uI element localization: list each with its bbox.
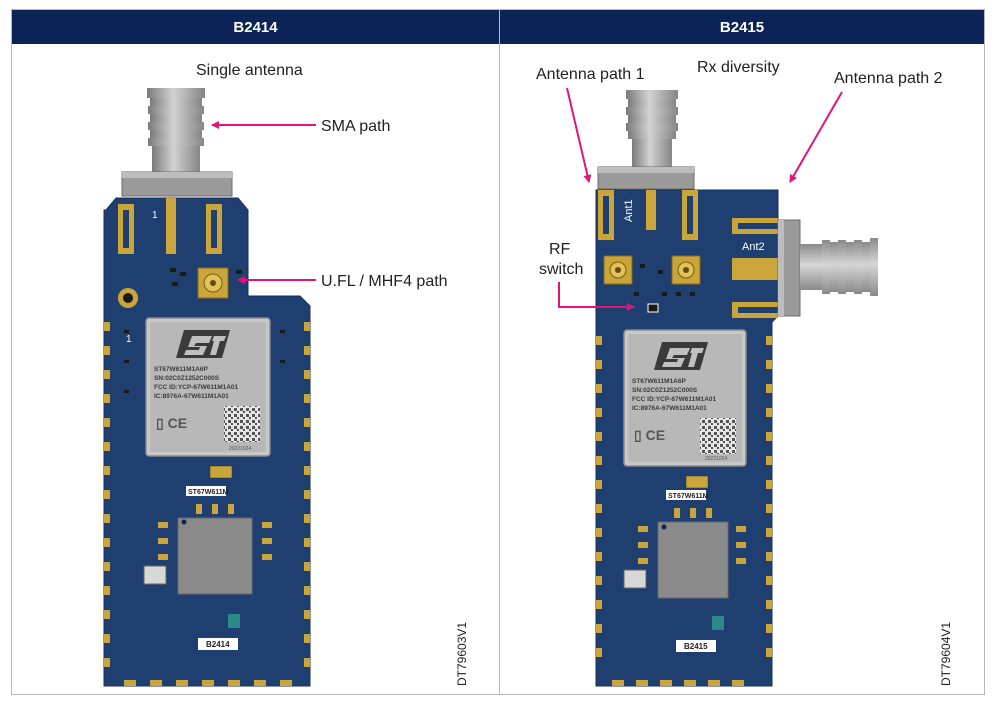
arrow-antenna-path-2 (789, 91, 843, 183)
subtitle-single-antenna: Single antenna (196, 62, 303, 79)
module-line-2: SN:02C0Z1252C000S (154, 375, 220, 382)
callout-ufl-path: U.FL / MHF4 path (321, 273, 448, 290)
callout-switch: switch (539, 261, 583, 278)
ant1-silk: Ant1 (623, 199, 635, 222)
doc-id-left: DT79603V1 (455, 622, 469, 686)
module-line-2: SN:02C0Z1252C000S (632, 387, 698, 394)
doc-id-right: DT79604V1 (939, 622, 953, 686)
callout-rf: RF (549, 241, 571, 258)
module-line-3: FCC ID:YCP-67W611M1A01 (154, 384, 239, 391)
board-b2414: 1 1 ST67W611M1A6P SN:02C0Z1252C000S FCC … (103, 88, 311, 687)
panel-divider (499, 10, 500, 694)
header-b2414: B2414 (12, 10, 499, 44)
module-date: 20221024 (705, 456, 727, 462)
ce-mark-icon: ▯ CE (156, 415, 187, 431)
module-line-1: ST67W611M1A6P (154, 366, 208, 373)
ce-mark-icon: ▯ CE (634, 427, 665, 443)
sma-connector-vertical (121, 88, 233, 197)
qr-code-icon (700, 418, 736, 454)
qr-code-icon (224, 406, 260, 442)
sma-connector-vertical (597, 90, 695, 190)
st-logo-icon (654, 342, 708, 370)
part-label: ST67W611M (188, 489, 229, 496)
ant2-silk: Ant2 (742, 241, 765, 253)
callout-antenna-path-1: Antenna path 1 (536, 66, 645, 83)
st-logo-icon (176, 330, 230, 358)
arrow-antenna-path-1 (566, 87, 592, 183)
module-date: 20221024 (229, 446, 251, 452)
module-line-4: IC:8976A-67W611M1A01 (632, 405, 707, 412)
module-line-3: FCC ID:YCP-67W611M1A01 (632, 396, 717, 403)
arrow-rf-switch (558, 282, 635, 311)
board-id-label: B2414 (206, 640, 230, 649)
pin1-silk: 1 (152, 210, 158, 221)
header-b2415: B2415 (500, 10, 984, 44)
sma-connector-horizontal (777, 219, 878, 317)
pin1-silk-module: 1 (126, 334, 132, 345)
subtitle-rx-diversity: Rx diversity (697, 59, 780, 76)
board-id-label: B2415 (684, 642, 708, 651)
callout-antenna-path-2: Antenna path 2 (834, 70, 943, 87)
callout-sma-path: SMA path (321, 118, 390, 135)
board-b2415: Ant1 Ant2 ST67W611M1A6P SN:02C0Z1252C000… (595, 90, 878, 687)
module-line-4: IC:8976A-67W611M1A01 (154, 393, 229, 400)
module-line-1: ST67W611M1A6P (632, 378, 686, 385)
part-label: ST67W611M (668, 493, 709, 500)
